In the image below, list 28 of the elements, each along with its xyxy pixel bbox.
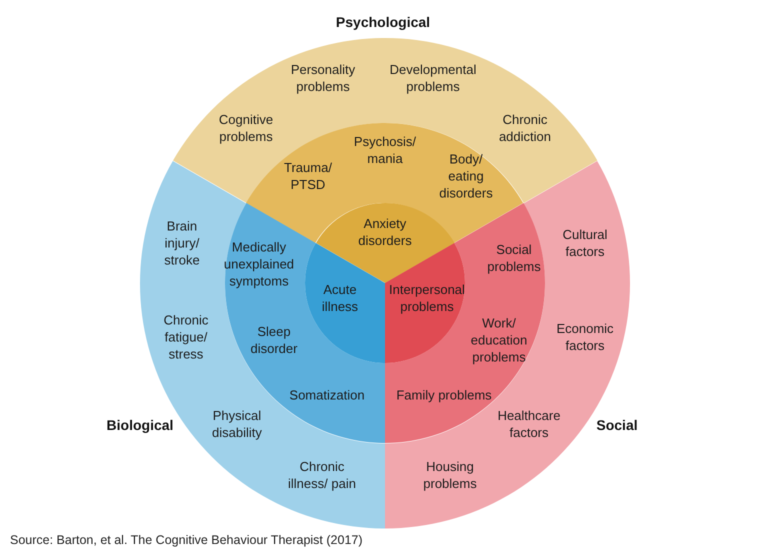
segment-label: Family problems (395, 386, 493, 404)
segment-label: Personality problems (290, 60, 356, 95)
segment-label: Chronic illness/ pain (287, 458, 357, 492)
category-heading: Biological (106, 417, 174, 433)
segment-label: Anxiety disorders (357, 214, 413, 249)
segment-label: Developmental problems (388, 60, 478, 95)
source-note: Source: Barton, et al. The Cognitive Behaviour Therapist (2017) (10, 533, 363, 547)
category-heading: Psychological (336, 14, 430, 30)
segment-label: Sleep disorder (250, 323, 298, 357)
segment-label: Somatization (288, 386, 366, 404)
segment-label: Cognitive problems (218, 110, 274, 145)
segment-label: Physical disability (211, 407, 263, 441)
segment-label: Medically unexplained symptoms (222, 238, 296, 290)
segment-label: Housing problems (422, 458, 478, 492)
segment-label: Chronic fatigue/ stress (162, 312, 210, 362)
segment-label: Cultural factors (562, 226, 608, 260)
segment-label: Acute illness (320, 281, 360, 315)
segment-label: Interpersonal problems (388, 281, 466, 315)
segment-label: Chronic addiction (498, 110, 552, 145)
segment-label: Trauma/ PTSD (283, 158, 333, 193)
category-heading: Social (596, 417, 638, 433)
segment-label: Psychosis/ mania (352, 132, 418, 167)
segment-label: Social problems (486, 241, 542, 275)
segment-label: Work/ education problems (470, 314, 528, 366)
segment-label: Healthcare factors (496, 407, 562, 441)
segment-label: Economic factors (555, 320, 615, 354)
segment-label: Body/ eating disorders (438, 150, 494, 202)
segment-label: Brain injury/ stroke (163, 218, 201, 268)
